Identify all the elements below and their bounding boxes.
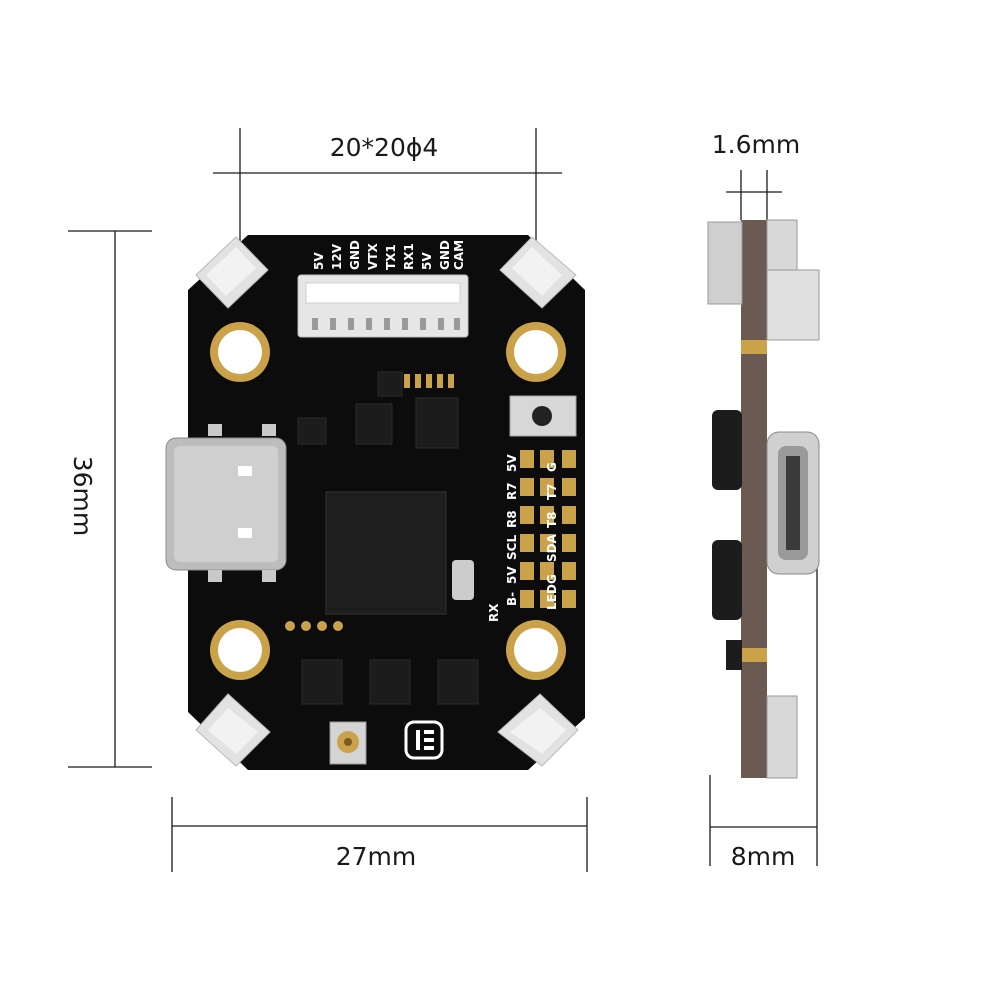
board-front-view: 5V 12V GND VTX TX1 RX1 5V GND CAM bbox=[165, 235, 585, 770]
small-gold-pads bbox=[285, 374, 454, 631]
pad-label: T8 bbox=[545, 511, 559, 528]
pad-label: LED bbox=[545, 584, 559, 610]
usb-c-side bbox=[766, 431, 820, 575]
mounting-hole-bottom-left bbox=[210, 620, 270, 680]
pad-label: G bbox=[545, 574, 559, 584]
pin-label: GND bbox=[348, 240, 362, 270]
pin-label: 5V bbox=[312, 252, 326, 270]
thickness-dimension: 1.6mm bbox=[712, 130, 800, 220]
pin-label: VTX bbox=[366, 243, 380, 270]
top-pin-header bbox=[297, 274, 469, 338]
pin-label: GND bbox=[438, 240, 452, 270]
rx-label: RX bbox=[487, 603, 501, 622]
corner-connector-top-right bbox=[499, 236, 577, 309]
pin-label: CAM bbox=[452, 240, 466, 270]
pin-label: 12V bbox=[330, 243, 344, 270]
pin-label: TX1 bbox=[384, 244, 398, 270]
antenna-connector bbox=[329, 721, 367, 765]
mounting-hole-top-left bbox=[210, 322, 270, 382]
pad-label: G bbox=[545, 462, 559, 472]
pad-label: SDA bbox=[545, 533, 559, 562]
pad-label: T7 bbox=[545, 483, 559, 500]
corner-connector-bottom-right bbox=[497, 693, 579, 767]
board-side-view bbox=[707, 219, 820, 779]
crystal bbox=[452, 560, 474, 600]
width-dimension: 27mm bbox=[171, 797, 588, 872]
solder-pads bbox=[520, 450, 576, 608]
components bbox=[297, 371, 479, 705]
pin-label: RX1 bbox=[402, 243, 416, 270]
pcb-edge bbox=[741, 220, 767, 778]
width-label: 27mm bbox=[336, 842, 417, 871]
pad-label: 5V bbox=[505, 566, 519, 584]
mounting-hole-top-right bbox=[506, 322, 566, 382]
pad-labels: 5V R7 R8 SCL 5V B- G T7 T8 SDA G LED RX bbox=[487, 454, 559, 622]
pad-label: B- bbox=[505, 592, 519, 606]
height-label: 36mm bbox=[68, 456, 97, 537]
pad-label: R7 bbox=[505, 482, 519, 500]
brand-logo-icon bbox=[404, 720, 444, 760]
mount-spacing-label: 20*20ϕ4 bbox=[330, 133, 439, 162]
corner-connector-bottom-left bbox=[195, 693, 271, 767]
corner-connector-top-left bbox=[195, 236, 269, 309]
depth-dimension: 8mm bbox=[709, 560, 818, 871]
pad-label: SCL bbox=[505, 535, 519, 560]
usb-c-port bbox=[165, 424, 287, 582]
mounting-hole-bottom-right bbox=[506, 620, 566, 680]
height-dimension: 36mm bbox=[68, 230, 152, 768]
header-pin-labels: 5V 12V GND VTX TX1 RX1 5V GND CAM bbox=[312, 240, 466, 270]
thickness-label: 1.6mm bbox=[712, 130, 800, 159]
pin-label: 5V bbox=[420, 252, 434, 270]
pad-label: R8 bbox=[505, 510, 519, 528]
mcu-chip bbox=[325, 491, 447, 615]
boot-button bbox=[509, 395, 577, 437]
depth-label: 8mm bbox=[731, 842, 796, 871]
pad-label: 5V bbox=[505, 454, 519, 472]
mount-spacing-dimension: 20*20ϕ4 bbox=[213, 128, 562, 355]
